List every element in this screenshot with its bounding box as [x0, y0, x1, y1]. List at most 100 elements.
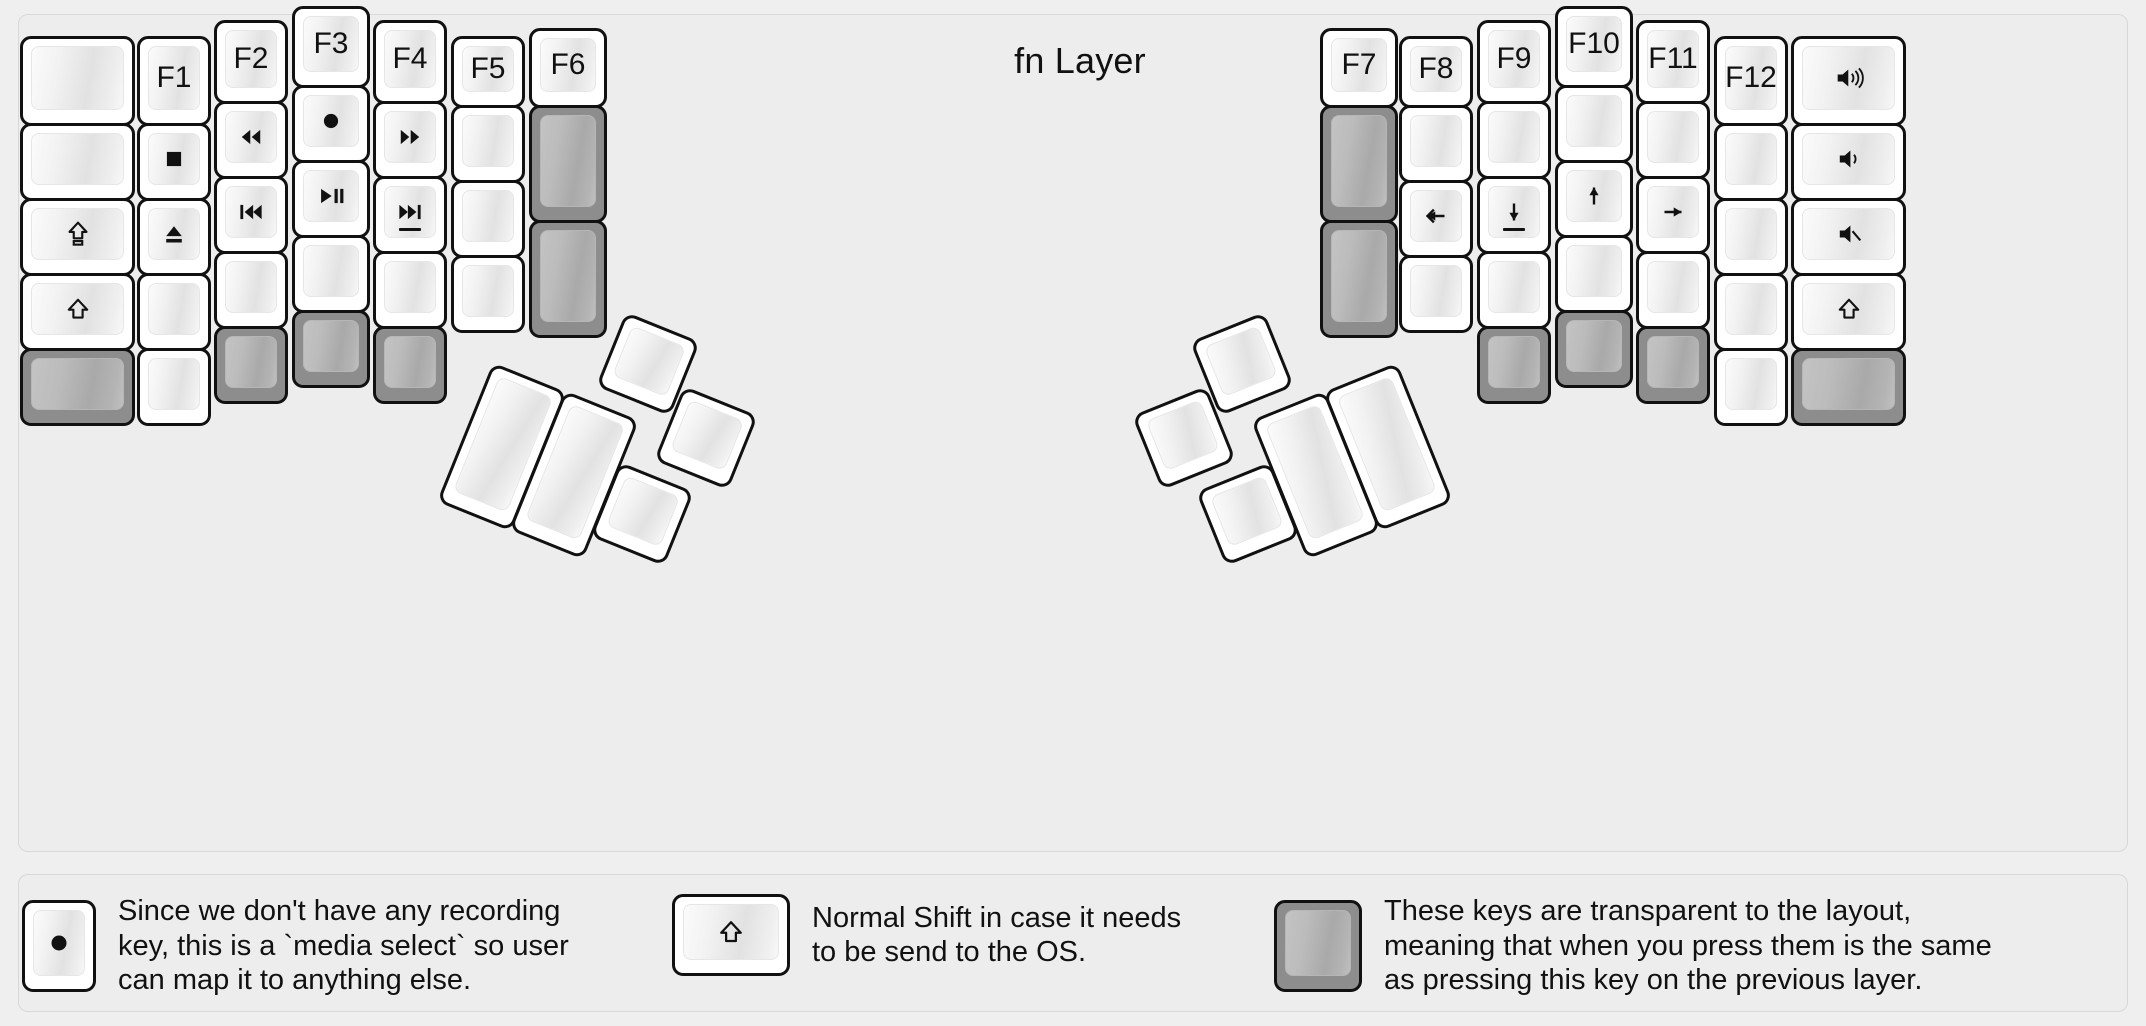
key-label [149, 359, 199, 409]
key-right-inner-2-r3[interactable] [1320, 220, 1398, 338]
key-right-pinky-outer-r1-volume-up[interactable] [1791, 36, 1906, 126]
key-right-ring-r4[interactable] [1636, 251, 1710, 329]
key-right-inner-2-r1-f7[interactable]: F7 [1320, 28, 1398, 108]
key-left-inner-1-r2[interactable] [451, 105, 525, 183]
key-right-index-r5[interactable] [1477, 326, 1551, 404]
key-label [385, 337, 435, 387]
key-left-middle-r5[interactable] [292, 310, 370, 388]
key-left-pinky-r5[interactable] [137, 348, 211, 426]
key-left-inner-1-r3[interactable] [451, 180, 525, 258]
key-left-pinky-r1-f1[interactable]: F1 [137, 36, 211, 126]
key-left-middle-r4[interactable] [292, 235, 370, 313]
key-left-index-r5[interactable] [373, 326, 447, 404]
key-left-middle-r3-media-play-pause[interactable] [292, 160, 370, 238]
key-label [463, 116, 513, 166]
key-left-inner-1-r1-f5[interactable]: F5 [451, 36, 525, 108]
key-label [1411, 116, 1461, 166]
key-right-ring-r2[interactable] [1636, 101, 1710, 179]
legend-key-cap [33, 909, 85, 976]
key-cap [1145, 399, 1220, 472]
key-right-index-r3-arrow-down[interactable] [1477, 176, 1551, 254]
key-right-middle-r1-f10[interactable]: F10 [1555, 6, 1633, 88]
key-left-pinky-outer-r5[interactable] [20, 348, 135, 426]
key-cap [1410, 115, 1462, 167]
key-right-pinky-r5[interactable] [1714, 348, 1788, 426]
key-label [1648, 262, 1698, 312]
key-right-middle-r3-arrow-up[interactable] [1555, 160, 1633, 238]
key-left-pinky-outer-r3-caps-lock[interactable] [20, 198, 135, 276]
key-cap [1209, 475, 1284, 548]
key-right-index-r4[interactable] [1477, 251, 1551, 329]
key-right-pinky-outer-r2-volume-down[interactable] [1791, 123, 1906, 201]
key-left-index-r3-media-next[interactable] [373, 176, 447, 254]
key-right-middle-r4[interactable] [1555, 235, 1633, 313]
key-right-ring-r1-f11[interactable]: F11 [1636, 20, 1710, 104]
key-right-middle-r2[interactable] [1555, 85, 1633, 163]
key-left-middle-r2-media-record[interactable] [292, 85, 370, 163]
key-cap [1488, 111, 1540, 163]
key-left-index-r2-media-fast-forward[interactable] [373, 101, 447, 179]
key-cap [1488, 261, 1540, 313]
key-right-inner-1-r3-arrow-left[interactable] [1399, 180, 1473, 258]
key-label: F3 [313, 27, 349, 60]
key-left-pinky-outer-r4-shift[interactable] [20, 273, 135, 351]
key-right-index-r2[interactable] [1477, 101, 1551, 179]
key-cap [1802, 133, 1895, 185]
key-left-ring-r3-media-previous[interactable] [214, 176, 288, 254]
key-right-inner-1-r4[interactable] [1399, 255, 1473, 333]
legend-text-1: Since we don't have any recording key, t… [118, 895, 569, 996]
key-cap [303, 320, 359, 372]
key-right-ring-r5[interactable] [1636, 326, 1710, 404]
key-left-pinky-outer-r2[interactable] [20, 123, 135, 201]
key-left-ring-r4[interactable] [214, 251, 288, 329]
key-left-ring-r1-f2[interactable]: F2 [214, 20, 288, 104]
key-right-inner-1-r1-f8[interactable]: F8 [1399, 36, 1473, 108]
key-right-pinky-outer-r4-shift[interactable] [1791, 273, 1906, 351]
key-label [541, 231, 595, 321]
key-right-pinky-outer-r5[interactable] [1791, 348, 1906, 426]
key-right-pinky-r3[interactable] [1714, 198, 1788, 276]
key-cap [1725, 208, 1777, 260]
key-left-index-r4[interactable] [373, 251, 447, 329]
key-right-pinky-r1-f12[interactable]: F12 [1714, 36, 1788, 126]
key-right-middle-r5[interactable] [1555, 310, 1633, 388]
key-cap [1203, 325, 1278, 398]
key-left-pinky-r4[interactable] [137, 273, 211, 351]
key-right-pinky-r2[interactable] [1714, 123, 1788, 201]
key-cap [1488, 336, 1540, 388]
key-left-pinky-r3-media-eject[interactable] [137, 198, 211, 276]
key-label [32, 47, 123, 109]
key-right-pinky-outer-r3-volume-mute[interactable] [1791, 198, 1906, 276]
key-cap [606, 475, 681, 548]
key-label [1489, 187, 1539, 237]
key-cap [540, 115, 596, 207]
key-label [541, 116, 595, 206]
key-label: F12 [1725, 61, 1777, 94]
key-cap: F5 [462, 46, 514, 92]
key-right-ring-r3-arrow-right[interactable] [1636, 176, 1710, 254]
key-left-inner-2-r3[interactable] [529, 220, 607, 338]
key-right-inner-1-r2[interactable] [1399, 105, 1473, 183]
key-left-ring-r2-media-rewind[interactable] [214, 101, 288, 179]
key-left-pinky-outer-r1[interactable] [20, 36, 135, 126]
key-right-index-r1-f9[interactable]: F9 [1477, 20, 1551, 104]
key-left-index-r1-f4[interactable]: F4 [373, 20, 447, 104]
key-cap [1331, 115, 1387, 207]
key-label [1648, 187, 1698, 237]
key-label [1489, 262, 1539, 312]
key-label [226, 187, 276, 237]
key-cap [1725, 358, 1777, 410]
key-left-inner-2-r1-f6[interactable]: F6 [529, 28, 607, 108]
key-left-middle-r1-f3[interactable]: F3 [292, 6, 370, 88]
key-left-inner-2-r2[interactable] [529, 105, 607, 223]
key-label [304, 96, 358, 146]
key-right-inner-2-r2[interactable] [1320, 105, 1398, 223]
key-label [613, 327, 684, 396]
key-cap [1566, 95, 1622, 147]
key-label [1803, 359, 1894, 409]
key-left-inner-1-r4[interactable] [451, 255, 525, 333]
key-left-ring-r5[interactable] [214, 326, 288, 404]
key-cap [1488, 186, 1540, 238]
key-left-pinky-r2-media-stop[interactable] [137, 123, 211, 201]
key-right-pinky-r4[interactable] [1714, 273, 1788, 351]
